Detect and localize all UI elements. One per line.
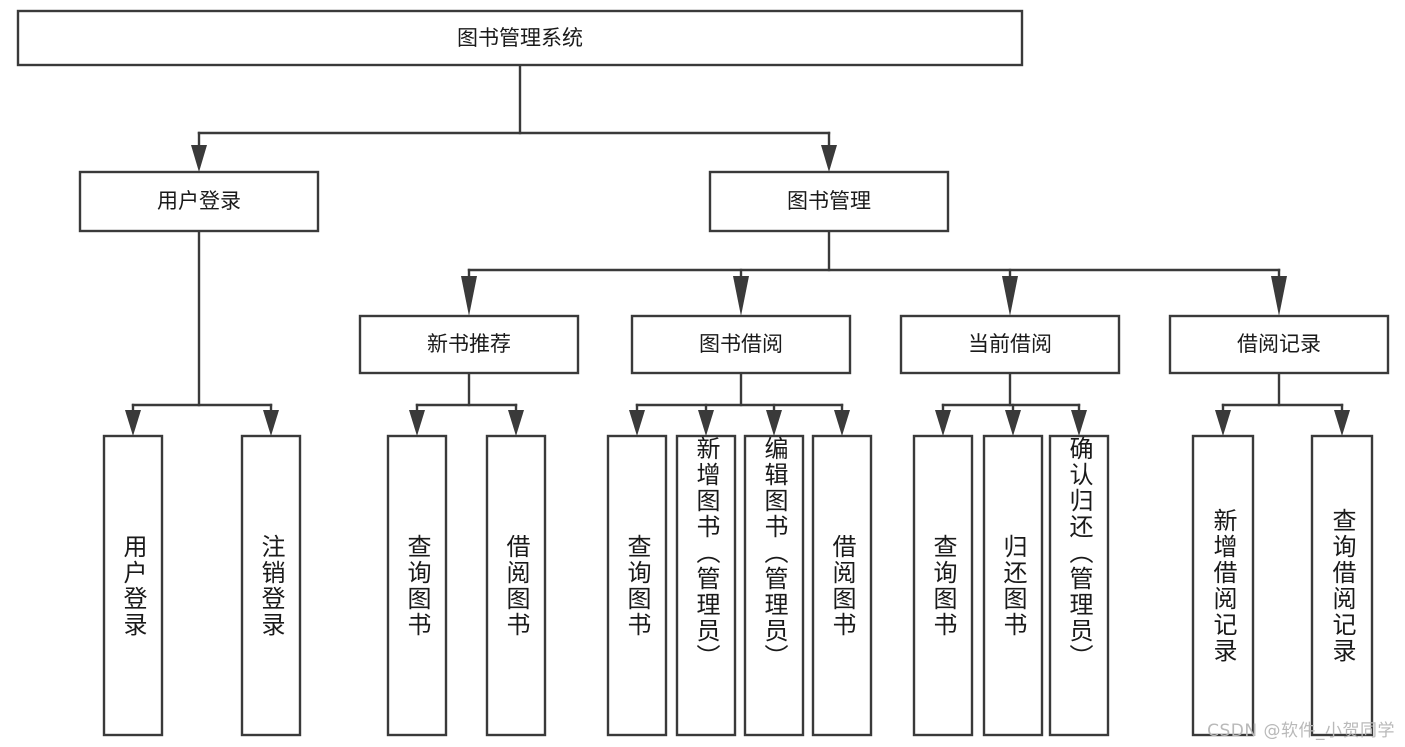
node-current-borrow-label: 当前借阅 <box>968 332 1052 356</box>
leaf-box-edit-book[interactable] <box>743 434 805 737</box>
node-current-borrow-box[interactable] <box>899 314 1121 375</box>
leaf-box-user-login[interactable] <box>102 434 164 737</box>
connector-group-user-login <box>125 229 279 436</box>
arrow-head-book-mgmt <box>821 145 837 172</box>
node-book-mgmt[interactable]: 图书管理 <box>708 170 950 233</box>
arrow-head-leaf-edit-book <box>766 410 782 436</box>
arrow-head-leaf-query-book-1 <box>409 410 425 436</box>
arrow-head-leaf-logout <box>263 410 279 436</box>
arrow-head-book-borrow <box>733 276 749 316</box>
node-root[interactable]: 图书管理系统 <box>16 9 1024 67</box>
leaf-box-borrow-book-2[interactable] <box>811 434 873 737</box>
arrow-head-leaf-query-record <box>1334 410 1350 436</box>
arrow-head-current-borrow <box>1002 276 1018 316</box>
leaf-box-add-record[interactable] <box>1191 434 1255 737</box>
leaf-box-query-book-1[interactable] <box>386 434 448 737</box>
node-current-borrow[interactable]: 当前借阅 <box>899 314 1121 375</box>
node-book-mgmt-label: 图书管理 <box>787 189 871 213</box>
node-borrow-record[interactable]: 借阅记录 <box>1168 314 1390 375</box>
node-book-mgmt-box[interactable] <box>708 170 950 233</box>
leaf-box-query-record[interactable] <box>1310 434 1374 737</box>
leaf-box-return-book[interactable] <box>982 434 1044 737</box>
node-root-label: 图书管理系统 <box>457 26 583 50</box>
arrow-head-new-book-rec <box>461 276 477 316</box>
leaf-box-query-book-3[interactable] <box>912 434 974 737</box>
arrow-head-leaf-user-login <box>125 410 141 436</box>
node-user-login-label: 用户登录 <box>157 189 241 213</box>
connector-group-book-mgmt <box>461 229 1287 316</box>
node-book-borrow-label: 图书借阅 <box>699 332 783 356</box>
arrow-head-leaf-borrow-book-2 <box>834 410 850 436</box>
connector-group-borrow-record <box>1215 371 1350 436</box>
leaf-box-query-book-2[interactable] <box>606 434 668 737</box>
arrow-head-leaf-query-book-3 <box>935 410 951 436</box>
node-new-book-rec-box[interactable] <box>358 314 580 375</box>
node-new-book-rec-label: 新书推荐 <box>427 332 511 356</box>
node-book-borrow-box[interactable] <box>630 314 852 375</box>
node-borrow-record-box[interactable] <box>1168 314 1390 375</box>
arrow-head-user-login <box>191 145 207 172</box>
leaf-box-confirm-return[interactable] <box>1048 434 1110 737</box>
leaf-box-add-book[interactable] <box>675 434 737 737</box>
connector-group-root <box>191 63 837 172</box>
leaf-box-logout[interactable] <box>240 434 302 737</box>
node-user-login[interactable]: 用户登录 <box>78 170 320 233</box>
arrow-head-leaf-return-book <box>1005 410 1021 436</box>
watermark-text: CSDN @软件_小贺同学 <box>1207 721 1395 741</box>
arrow-head-borrow-record <box>1271 276 1287 316</box>
arrow-head-leaf-query-book-2 <box>629 410 645 436</box>
connector-group-current-borrow <box>935 371 1087 436</box>
node-borrow-record-label: 借阅记录 <box>1237 332 1321 356</box>
leaf-box-borrow-book-1[interactable] <box>485 434 547 737</box>
arrow-head-leaf-add-record <box>1215 410 1231 436</box>
node-new-book-rec[interactable]: 新书推荐 <box>358 314 580 375</box>
node-book-borrow[interactable]: 图书借阅 <box>630 314 852 375</box>
node-root-box[interactable] <box>16 9 1024 67</box>
connector-group-book-borrow <box>629 371 850 436</box>
arrow-head-leaf-confirm-return <box>1071 410 1087 436</box>
node-user-login-box[interactable] <box>78 170 320 233</box>
arrow-head-leaf-borrow-book-1 <box>508 410 524 436</box>
connector-group-new-book-rec <box>409 371 524 436</box>
arrow-head-leaf-add-book <box>698 410 714 436</box>
